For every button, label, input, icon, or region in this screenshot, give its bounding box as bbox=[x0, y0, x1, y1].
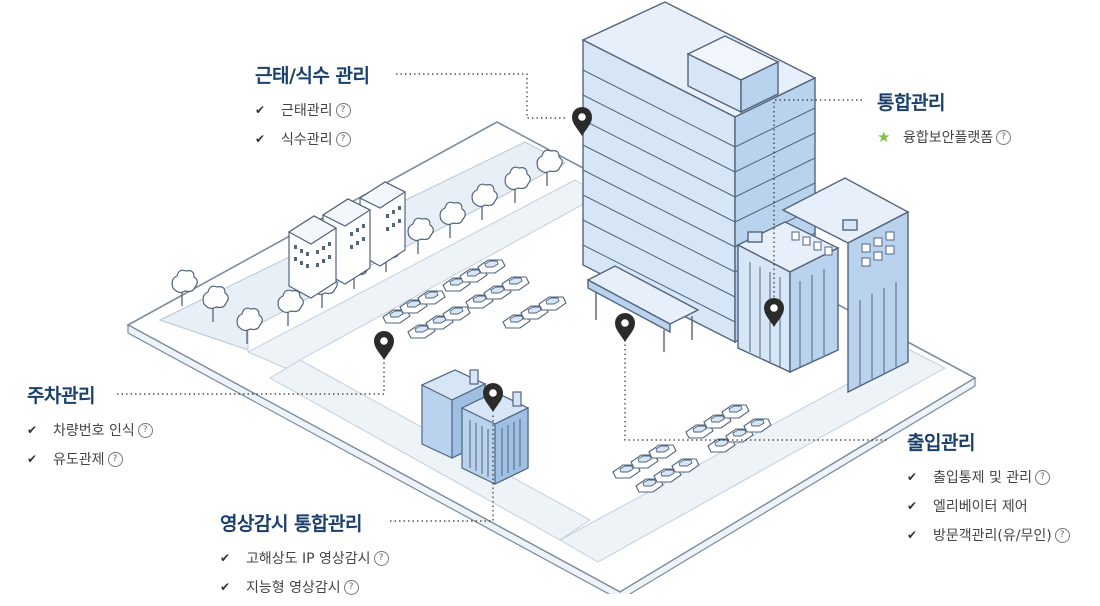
callout-integrated: 통합관리 ★ 융합보안플랫폼? bbox=[877, 88, 1012, 156]
check-icon: ✔ bbox=[907, 470, 918, 484]
callout-title: 출입관리 bbox=[907, 432, 975, 454]
check-icon: ✔ bbox=[27, 423, 38, 437]
feature-label: 유도관제 bbox=[53, 452, 105, 468]
annex-buildings bbox=[736, 177, 910, 394]
feature-item: ✔ 방문객관리(유/무인)? bbox=[907, 525, 1070, 545]
feature-label: 방문객관리(유/무인) bbox=[933, 528, 1052, 544]
star-icon: ★ bbox=[877, 128, 891, 146]
callout-parking: 주차관리 ✔ 차량번호 인식? ✔ 유도관제? bbox=[27, 381, 153, 478]
help-icon[interactable]: ? bbox=[335, 131, 351, 147]
callout-title: 근태/식수 관리 bbox=[255, 65, 370, 87]
feature-item: ✔ 지능형 영상감시? bbox=[220, 577, 389, 597]
check-icon: ✔ bbox=[27, 452, 38, 466]
check-icon: ✔ bbox=[255, 103, 266, 117]
feature-label: 엘리베이터 제어 bbox=[933, 499, 1028, 515]
check-icon: ✔ bbox=[907, 499, 918, 513]
callout-access: 출입관리 ✔ 출입통제 및 관리? ✔ 엘리베이터 제어 ✔ 방문객관리(유/무인)? bbox=[907, 428, 1070, 554]
callout-attendance: 근태/식수 관리 ✔ 근태관리? ✔ 식수관리? bbox=[255, 61, 370, 158]
help-icon[interactable]: ? bbox=[335, 102, 351, 118]
feature-item: ✔ 유도관제? bbox=[27, 449, 153, 469]
help-icon[interactable]: ? bbox=[107, 451, 123, 467]
check-icon: ✔ bbox=[220, 580, 231, 594]
help-icon[interactable]: ? bbox=[137, 422, 153, 438]
callout-leader-lines bbox=[117, 73, 888, 522]
callout-title: 주차관리 bbox=[27, 385, 95, 407]
callout-cctv: 영상감시 통합관리 ✔ 고해상도 IP 영상감시? ✔ 지능형 영상감시? bbox=[220, 509, 389, 606]
check-icon: ✔ bbox=[220, 551, 231, 565]
feature-item: ✔ 차량번호 인식? bbox=[27, 420, 153, 440]
feature-item: ✔ 근태관리? bbox=[255, 100, 369, 120]
feature-label: 지능형 영상감시 bbox=[246, 580, 341, 596]
apartment-blocks bbox=[287, 181, 407, 299]
callout-title: 영상감시 통합관리 bbox=[220, 513, 362, 535]
help-icon[interactable]: ? bbox=[996, 129, 1012, 145]
feature-label: 고해상도 IP 영상감시 bbox=[246, 551, 371, 567]
help-icon[interactable]: ? bbox=[1054, 527, 1070, 543]
check-icon: ✔ bbox=[907, 528, 918, 542]
help-icon[interactable]: ? bbox=[343, 579, 359, 595]
feature-label: 출입통제 및 관리 bbox=[933, 470, 1033, 486]
feature-label: 식수관리 bbox=[281, 132, 333, 148]
help-icon[interactable]: ? bbox=[373, 550, 389, 566]
feature-label: 융합보안플랫폼 bbox=[903, 130, 994, 146]
feature-item: ★ 융합보안플랫폼? bbox=[877, 127, 1012, 147]
callout-title: 통합관리 bbox=[877, 92, 945, 114]
feature-item: ✔ 식수관리? bbox=[255, 129, 369, 149]
feature-label: 근태관리 bbox=[281, 103, 333, 119]
cctv-center-buildings bbox=[420, 369, 530, 485]
check-icon: ✔ bbox=[255, 132, 266, 146]
feature-label: 차량번호 인식 bbox=[53, 423, 135, 439]
help-icon[interactable]: ? bbox=[1035, 469, 1051, 485]
feature-item: ✔ 엘리베이터 제어 bbox=[907, 496, 1070, 516]
main-tower bbox=[581, 1, 817, 352]
feature-item: ✔ 고해상도 IP 영상감시? bbox=[220, 548, 389, 568]
feature-item: ✔ 출입통제 및 관리? bbox=[907, 467, 1070, 487]
